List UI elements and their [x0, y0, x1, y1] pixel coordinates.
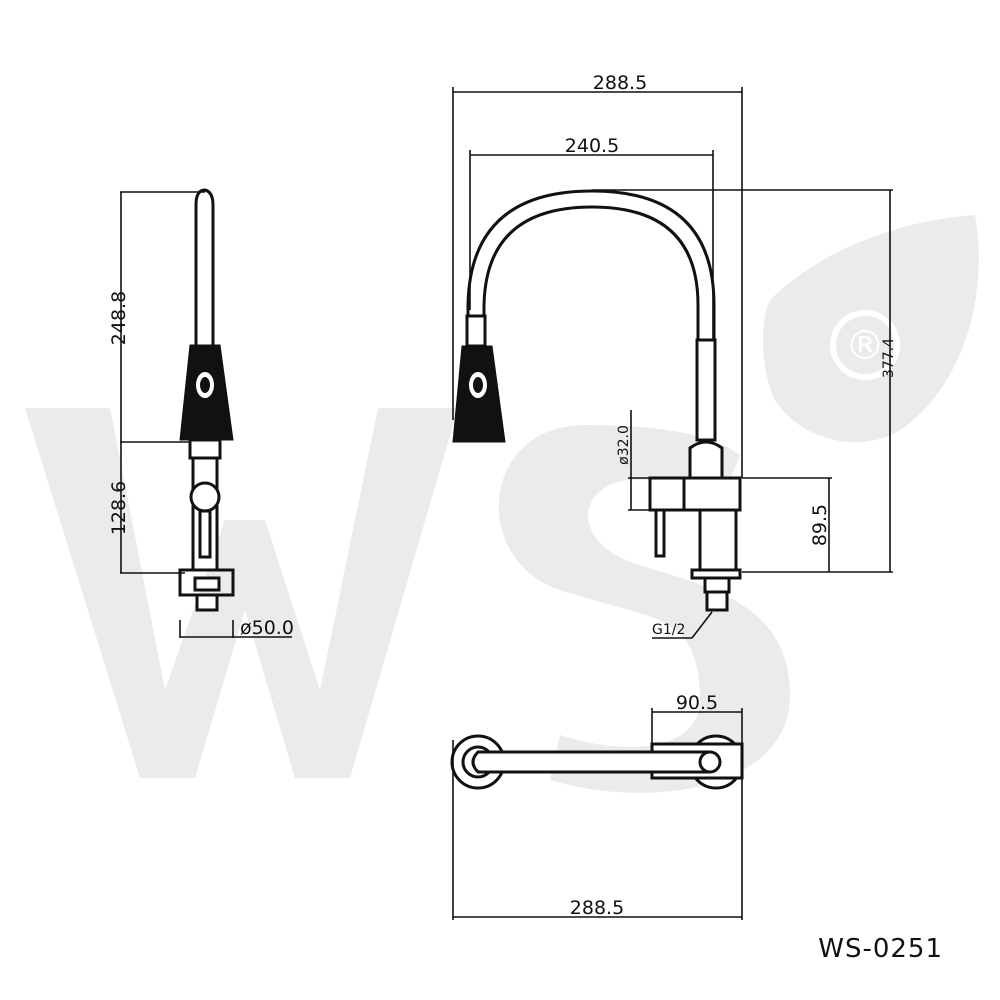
registered-mark: ®: [830, 310, 900, 380]
side-view: 248.8 128.6 ø50.0: [108, 188, 294, 639]
dim-side-height-lower: 128.6: [108, 481, 130, 535]
dim-top-overall-length: 288.5: [570, 897, 624, 919]
svg-text:®: ®: [845, 323, 885, 369]
top-view: 90.5 288.5: [450, 692, 744, 920]
dim-side-base-diameter: ø50.0: [240, 617, 294, 639]
dim-top-handle-length: 90.5: [676, 692, 718, 714]
dim-front-total-height: 377.4: [881, 338, 897, 378]
dim-front-thread: G1/2: [652, 622, 685, 638]
dim-front-body-diameter: ø32.0: [616, 425, 632, 465]
dim-front-spout-width: 240.5: [565, 135, 619, 157]
model-code-label: WS-0251: [818, 934, 943, 964]
dim-front-body-height: 89.5: [809, 504, 831, 546]
front-view: 288.5 240.5 377.4 ø32.0: [452, 72, 897, 639]
dim-front-overall-width: 288.5: [593, 72, 647, 94]
watermark-logo: [25, 215, 979, 793]
dim-side-height-upper: 248.8: [108, 291, 130, 345]
